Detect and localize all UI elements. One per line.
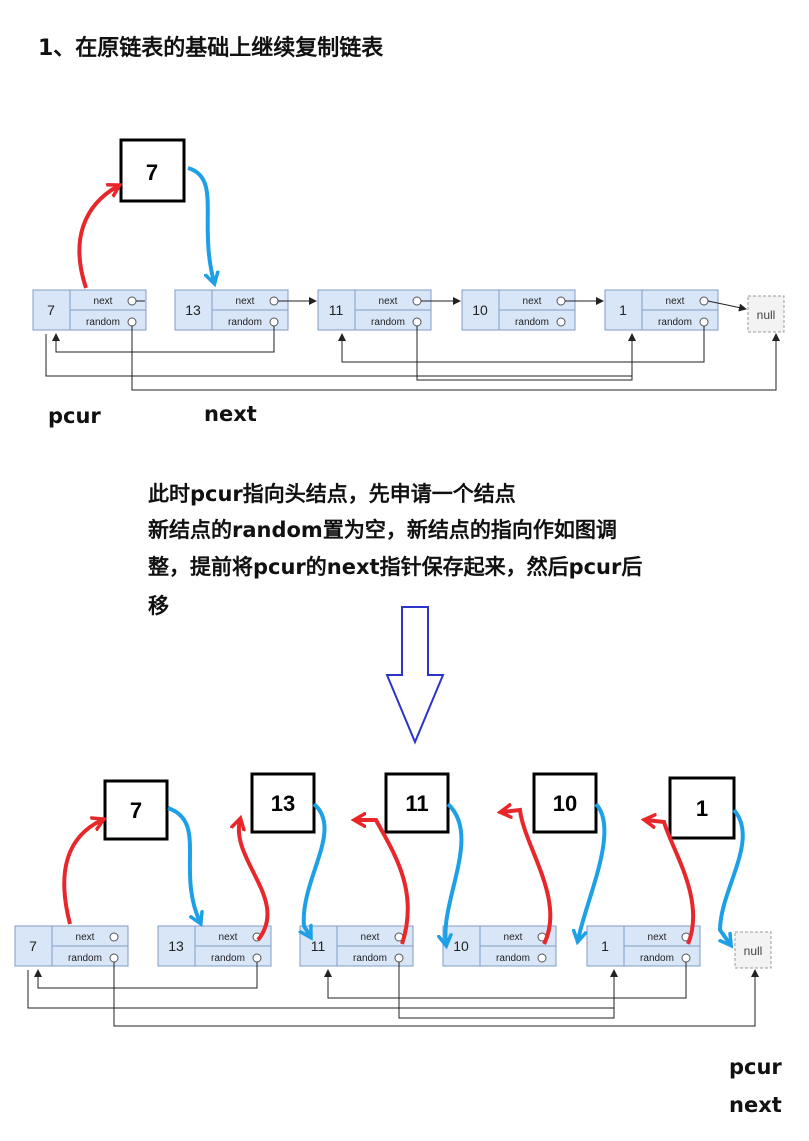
random-field-label: random [658, 317, 692, 328]
null-node: null [747, 295, 785, 333]
random-field-label: random [86, 317, 120, 328]
node-value: 1 [601, 938, 609, 954]
random-pointers [45, 326, 780, 391]
red-arrow [239, 820, 270, 942]
down-arrow-icon [385, 606, 445, 745]
blue-arrow [304, 802, 327, 936]
next-field-label: next [504, 932, 523, 943]
copy-node-value: 10 [553, 791, 577, 816]
list-node: 13 next random [174, 289, 289, 331]
red-arrow [502, 810, 553, 945]
blue-arrows [167, 802, 745, 944]
copy-node-value: 13 [271, 791, 295, 816]
red-arrows [62, 810, 696, 945]
node-value: 10 [453, 938, 469, 954]
random-field-label: random [371, 317, 405, 328]
random-field-label: random [211, 953, 245, 964]
pcur-label: pcur [729, 1055, 782, 1079]
explanation-line: 移 [148, 594, 169, 618]
red-arrow [646, 820, 696, 945]
node-value: 1 [619, 302, 627, 318]
list-node: 13 next random [157, 925, 272, 967]
null-node: null [734, 931, 772, 969]
node-value: 13 [168, 938, 184, 954]
node-value: 10 [472, 302, 488, 318]
explanation-line: 新结点的random置为空，新结点的指向作如图调 [148, 518, 617, 542]
red-arrow [77, 186, 118, 289]
list-node: 1 next random [604, 289, 719, 331]
next-field-label: next [76, 932, 95, 943]
list-node: 10 next random [461, 289, 576, 331]
next-field-label: next [666, 296, 685, 307]
pcur-label: pcur [48, 404, 101, 428]
next-label: next [729, 1093, 782, 1117]
random-field-label: random [640, 953, 674, 964]
original-list: 7 next random 13 next random 11 next ran… [32, 138, 785, 391]
next-label: next [204, 402, 257, 426]
svg-text:null: null [744, 944, 763, 958]
copy-node: 11 [384, 772, 450, 834]
next-field-label: next [236, 296, 255, 307]
next-field-label: next [648, 932, 667, 943]
next-field-label: next [219, 932, 238, 943]
list-node: 7 next random [14, 925, 129, 967]
random-field-label: random [353, 953, 387, 964]
random-field-label: random [496, 953, 530, 964]
blue-arrow [445, 802, 464, 944]
next-pointers [136, 297, 747, 312]
node-value: 11 [311, 938, 326, 954]
page-title: 1、在原链表的基础上继续复制链表 [38, 36, 384, 61]
copy-node-value: 1 [696, 796, 708, 821]
random-pointers [27, 962, 759, 1027]
copy-node: 1 [668, 776, 736, 840]
list-node: 11 next random [317, 289, 432, 331]
list-node: 1 next random [586, 925, 701, 967]
result-list: 7 next random 13 next random 11 next ran… [14, 772, 772, 1027]
list-node: 11 next random [299, 925, 414, 967]
random-field-label: random [68, 953, 102, 964]
copy-node-value: 7 [130, 798, 142, 823]
red-arrow [356, 820, 410, 945]
next-field-label: next [379, 296, 398, 307]
list-node: 10 next random [442, 925, 557, 967]
copy-node: 10 [532, 772, 598, 834]
explanation-line: 整，提前将pcur的next指针保存起来，然后pcur后 [148, 555, 643, 579]
blue-arrow [187, 166, 214, 282]
list-node: 7 next random [32, 289, 147, 331]
node-value: 11 [329, 302, 344, 318]
next-field-label: next [523, 296, 542, 307]
next-field-label: next [94, 296, 113, 307]
blue-arrow [167, 806, 200, 922]
node-value: 7 [47, 302, 55, 318]
copy-node-box [119, 138, 186, 203]
svg-text:null: null [757, 308, 776, 322]
blue-arrow [578, 802, 607, 940]
node-value: 7 [29, 938, 37, 954]
red-arrow [62, 820, 102, 925]
copy-node: 13 [250, 772, 316, 834]
copy-node: 7 [103, 779, 169, 841]
random-field-label: random [515, 317, 549, 328]
next-field-label: next [361, 932, 380, 943]
random-field-label: random [228, 317, 262, 328]
node-value: 13 [185, 302, 201, 318]
copy-node-value: 11 [405, 791, 428, 816]
copy-node-value: 7 [146, 160, 158, 185]
blue-arrow [720, 808, 745, 944]
explanation-line: 此时pcur指向头结点，先申请一个结点 [148, 482, 516, 506]
